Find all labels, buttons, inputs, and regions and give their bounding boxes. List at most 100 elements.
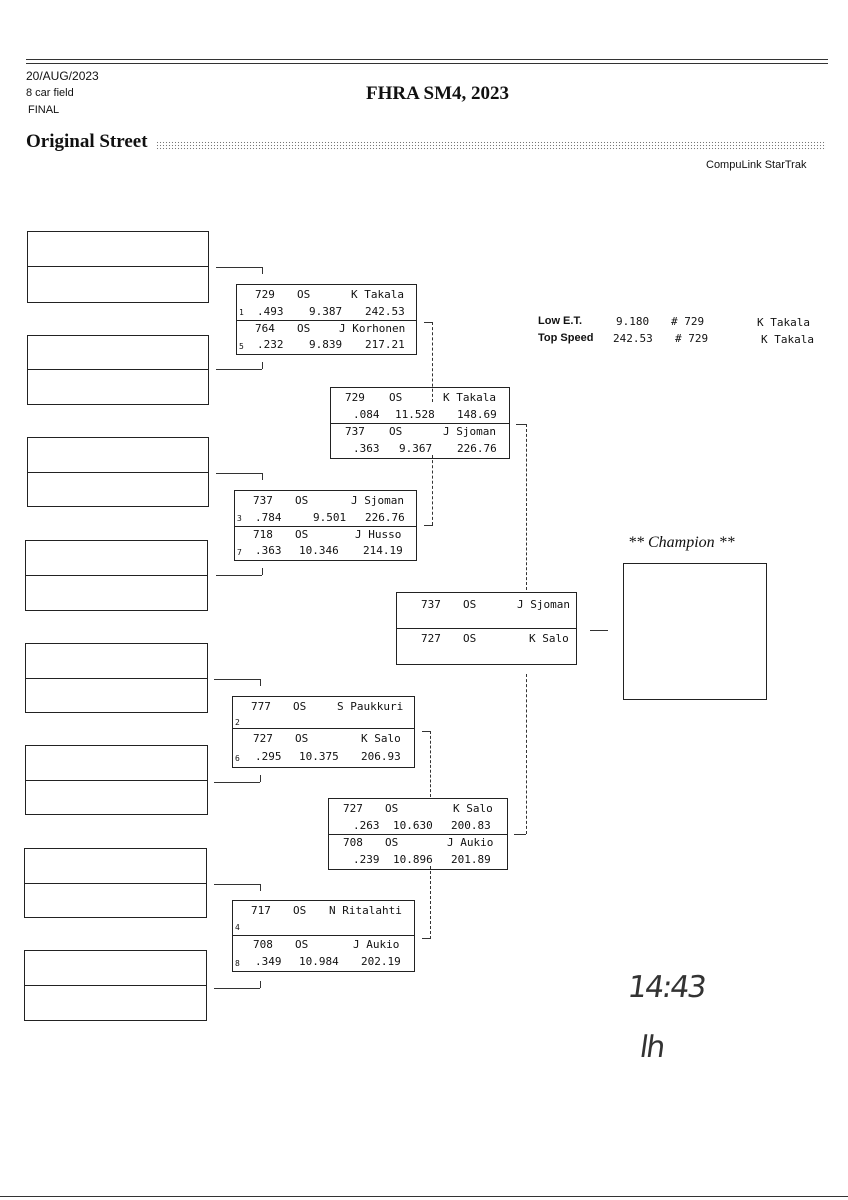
- connector: [260, 884, 261, 891]
- connector: [430, 731, 431, 797]
- ladder-slot-3: [27, 437, 209, 507]
- car-number: 727: [421, 632, 441, 645]
- seed-number: 8: [235, 959, 240, 968]
- speed: 202.19: [361, 955, 401, 968]
- ladder-slot-8: [24, 950, 207, 1021]
- ladder-slot-5: [25, 643, 208, 713]
- speed: 226.76: [365, 511, 405, 524]
- connector: [216, 267, 262, 268]
- class-code: OS: [385, 802, 399, 815]
- seed-number: 1: [239, 308, 244, 317]
- car-number: 764: [255, 322, 275, 335]
- class-code: OS: [295, 938, 309, 951]
- event-title: FHRA SM4, 2023: [366, 83, 510, 104]
- car-number: 729: [255, 288, 275, 301]
- seed-number: 2: [235, 718, 240, 727]
- driver-name: K Salo: [453, 802, 493, 815]
- reaction-time: .349: [255, 955, 282, 968]
- top-speed-value: 242.53: [613, 332, 653, 345]
- top-speed-car: # 729: [675, 332, 709, 345]
- round1-match-2: 737 OS J Sjoman 3 .784 9.501 226.76 718 …: [234, 490, 417, 561]
- driver-name: J Sjoman: [443, 425, 496, 438]
- car-number: 737: [253, 494, 273, 507]
- elapsed-time: 9.839: [309, 338, 343, 351]
- connector: [424, 525, 433, 526]
- speed: 148.69: [457, 408, 497, 421]
- connector: [432, 455, 433, 525]
- connector: [526, 424, 527, 590]
- elapsed-time: 10.630: [393, 819, 433, 832]
- reaction-time: .263: [353, 819, 380, 832]
- connector: [260, 679, 261, 686]
- connector: [514, 834, 526, 835]
- connector: [216, 473, 262, 474]
- seed-number: 7: [237, 548, 242, 557]
- elapsed-time: 9.501: [313, 511, 347, 524]
- semifinal-match-1: 729 OS K Takala .084 11.528 148.69 737 O…: [330, 387, 510, 459]
- elapsed-time: 10.346: [299, 544, 339, 557]
- connector: [422, 731, 431, 732]
- title-dotted-fill: [156, 141, 826, 150]
- speed: 242.53: [365, 305, 405, 318]
- handwritten-initials: lh: [637, 1030, 666, 1065]
- champion-box: [623, 563, 767, 700]
- low-et-name: K Takala: [757, 316, 810, 329]
- round1-match-4: 717 OS N Ritalahti 4 708 OS J Aukio 8 .3…: [232, 900, 415, 972]
- connector: [262, 267, 263, 274]
- handwritten-time: 14:43: [625, 970, 707, 1005]
- connector: [262, 362, 263, 369]
- car-number: 727: [253, 732, 273, 745]
- final-match: 737 OS J Sjoman 727 OS K Salo: [396, 592, 577, 665]
- driver-name: N Ritalahti: [329, 904, 402, 917]
- semifinal-match-2: 727 OS K Salo .263 10.630 200.83 708 OS …: [328, 798, 508, 870]
- elapsed-time: 10.375: [299, 750, 339, 763]
- connector: [262, 568, 263, 575]
- connector: [424, 322, 433, 323]
- top-speed-label: Top Speed: [538, 332, 594, 344]
- car-number: 727: [343, 802, 363, 815]
- car-number: 717: [251, 904, 271, 917]
- connector: [214, 884, 260, 885]
- low-et-car: # 729: [671, 315, 705, 328]
- elapsed-time: 10.896: [393, 853, 433, 866]
- reaction-time: .493: [257, 305, 284, 318]
- class-code: OS: [293, 904, 307, 917]
- ladder-slot-2: [27, 335, 209, 405]
- driver-name: J Sjoman: [517, 598, 570, 611]
- reaction-time: .363: [255, 544, 282, 557]
- low-et-value: 9.180: [616, 315, 650, 328]
- reaction-time: .239: [353, 853, 380, 866]
- ladder-slot-4: [25, 540, 208, 611]
- class-code: OS: [295, 732, 309, 745]
- car-number: 708: [253, 938, 273, 951]
- connector: [216, 369, 262, 370]
- seed-number: 4: [235, 923, 240, 932]
- class-code: OS: [295, 494, 309, 507]
- connector: [260, 775, 261, 782]
- class-title: Original Street: [26, 131, 148, 152]
- speed: 226.76: [457, 442, 497, 455]
- elapsed-time: 9.367: [399, 442, 433, 455]
- car-number: 718: [253, 528, 273, 541]
- class-code: OS: [463, 598, 477, 611]
- software-label: CompuLink StarTrak: [706, 159, 807, 171]
- reaction-time: .784: [255, 511, 282, 524]
- driver-name: J Korhonen: [339, 322, 406, 335]
- class-code: OS: [463, 632, 477, 645]
- class-code: OS: [385, 836, 399, 849]
- reaction-time: .363: [353, 442, 380, 455]
- connector: [422, 938, 431, 939]
- seed-number: 5: [239, 342, 244, 351]
- car-number: 729: [345, 391, 365, 404]
- reaction-time: .232: [257, 338, 284, 351]
- driver-name: J Sjoman: [351, 494, 404, 507]
- driver-name: J Aukio: [353, 938, 400, 951]
- reaction-time: .084: [353, 408, 380, 421]
- elapsed-time: 9.387: [309, 305, 343, 318]
- connector: [214, 679, 260, 680]
- speed: 206.93: [361, 750, 401, 763]
- connector: [432, 322, 433, 402]
- seed-number: 3: [237, 514, 242, 523]
- driver-name: K Takala: [443, 391, 496, 404]
- connector: [430, 866, 431, 939]
